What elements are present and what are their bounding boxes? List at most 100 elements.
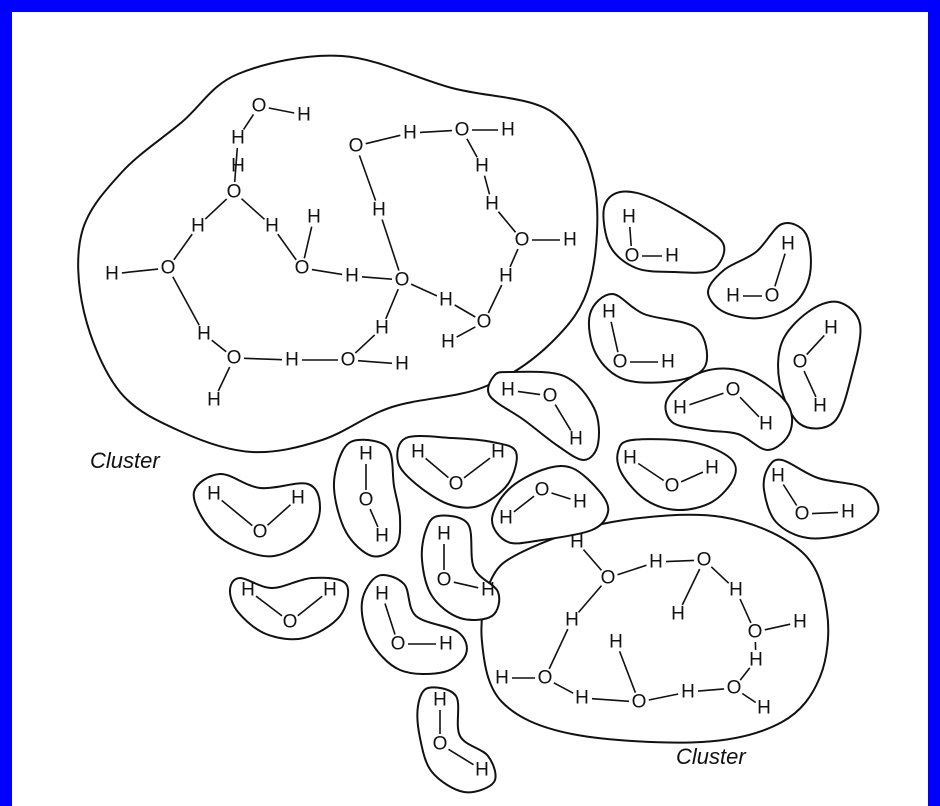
hydrogen-atom: H (411, 442, 425, 463)
hydrogen-atom: H (499, 508, 513, 529)
oxygen-atom: O (455, 120, 470, 141)
hydrogen-atom: H (671, 604, 685, 625)
hydrogen-atom: H (609, 632, 623, 653)
oxygen-atom: O (349, 136, 364, 157)
hydrogen-atom: H (726, 286, 740, 307)
oxygen-atom: O (765, 286, 780, 307)
oxygen-atom: O (543, 386, 558, 407)
hydrogen-atom: H (207, 390, 221, 411)
hydrogen-atom: H (481, 580, 495, 601)
hydrogen-atom: H (475, 760, 489, 781)
oxygen-atom: O (252, 96, 267, 117)
oxygen-atom: O (613, 352, 628, 373)
oxygen-atom: O (161, 258, 176, 279)
hydrogen-atom: H (759, 414, 773, 435)
hydrogen-atom: H (231, 128, 245, 149)
hydrogen-atom: H (375, 584, 389, 605)
hydrogen-atom: H (439, 290, 453, 311)
hydrogen-atom: H (191, 216, 205, 237)
hydrogen-atom: H (749, 650, 763, 671)
hydrogen-atom: H (345, 266, 359, 287)
hydrogen-atom: H (705, 458, 719, 479)
diagram-frame: OHHOHOHHOHHHHHHOHOHOHOHHOHHHOHOHHHOHOHHH… (12, 12, 928, 806)
hydrogen-atom: H (207, 484, 221, 505)
hydrogen-atom: H (575, 688, 589, 709)
hydrogen-atom: H (433, 690, 447, 711)
hydrogen-atom: H (197, 324, 211, 345)
oxygen-atom: O (253, 522, 268, 543)
oxygen-atom: O (538, 668, 553, 689)
water-molecule-boundary (603, 191, 724, 272)
hydrogen-atom: H (403, 123, 417, 144)
hydrogen-atom: H (573, 492, 587, 513)
hydrogen-atom: H (781, 234, 795, 255)
hydrogen-atom: H (602, 302, 616, 323)
hydrogen-atom: H (323, 580, 337, 601)
hydrogen-atom: H (395, 354, 409, 375)
cluster-label-bottom-right: Cluster (676, 744, 747, 769)
hydrogen-atom: H (439, 634, 453, 655)
hydrogen-atom: H (623, 448, 637, 469)
oxygen-atom: O (227, 348, 242, 369)
oxygen-atom: O (625, 246, 640, 267)
hydrogen-atom: H (375, 526, 389, 547)
oxygen-atom: O (477, 312, 492, 333)
hydrogen-atom: H (729, 580, 743, 601)
oxygen-atom: O (748, 622, 763, 643)
hydrogen-atom: H (291, 488, 305, 509)
oxygen-atom: O (449, 474, 464, 495)
hydrogen-atom: H (307, 207, 321, 228)
hydrogen-atom: H (661, 352, 675, 373)
hydrogen-atom: H (441, 332, 455, 353)
hydrogen-atom: H (375, 318, 389, 339)
oxygen-atom: O (727, 678, 742, 699)
hydrogen-atom: H (771, 466, 785, 487)
oxygen-atom: O (295, 258, 310, 279)
water-molecule-boundary (708, 223, 811, 318)
hydrogen-atom: H (241, 580, 255, 601)
oxygen-atom: O (283, 612, 298, 633)
oxygen-atom: O (227, 182, 242, 203)
hydrogen-atom: H (285, 350, 299, 371)
hydrogen-atom: H (813, 396, 827, 417)
cluster-boundary-small (481, 515, 828, 743)
oxygen-atom: O (341, 350, 356, 371)
hydrogen-atom: H (563, 230, 577, 251)
oxygen-atom: O (601, 568, 616, 589)
hydrogen-atom: H (622, 207, 636, 228)
oxygen-atom: O (395, 270, 410, 291)
oxygen-atom: O (535, 480, 550, 501)
hydrogen-atom: H (485, 194, 499, 215)
oxygen-atom: O (433, 734, 448, 755)
hydrogen-atom: H (297, 105, 311, 126)
hydrogen-atom: H (495, 668, 509, 689)
hydrogen-atom: H (757, 698, 771, 719)
hydrogen-atom: H (793, 612, 807, 633)
oxygen-atom: O (726, 380, 741, 401)
oxygen-atom: O (391, 634, 406, 655)
oxygen-atom: O (359, 490, 374, 511)
hydrogen-atom: H (359, 444, 373, 465)
oxygen-atom: O (515, 230, 530, 251)
oxygen-atom: O (697, 550, 712, 571)
hydrogen-atom: H (673, 398, 687, 419)
hydrogen-atom: H (265, 216, 279, 237)
hydrogen-atom: H (681, 682, 695, 703)
hydrogen-atom: H (569, 429, 583, 450)
hydrogen-atom: H (231, 156, 245, 177)
hydrogen-atom: H (649, 552, 663, 573)
hydrogen-atom: H (665, 246, 679, 267)
oxygen-atom: O (437, 570, 452, 591)
hydrogen-atom: H (105, 264, 119, 285)
hydrogen-atom: H (491, 442, 505, 463)
hydrogen-atom: H (841, 502, 855, 523)
hydrogen-atom: H (501, 380, 515, 401)
oxygen-atom: O (795, 504, 810, 525)
cluster-label-top-left: Cluster (90, 448, 161, 473)
oxygen-atom: O (793, 352, 808, 373)
hydrogen-atom: H (499, 266, 513, 287)
hydrogen-atom: H (475, 156, 489, 177)
water-molecule-boundary (422, 516, 499, 620)
oxygen-atom: O (632, 692, 647, 713)
hydrogen-atom: H (824, 318, 838, 339)
